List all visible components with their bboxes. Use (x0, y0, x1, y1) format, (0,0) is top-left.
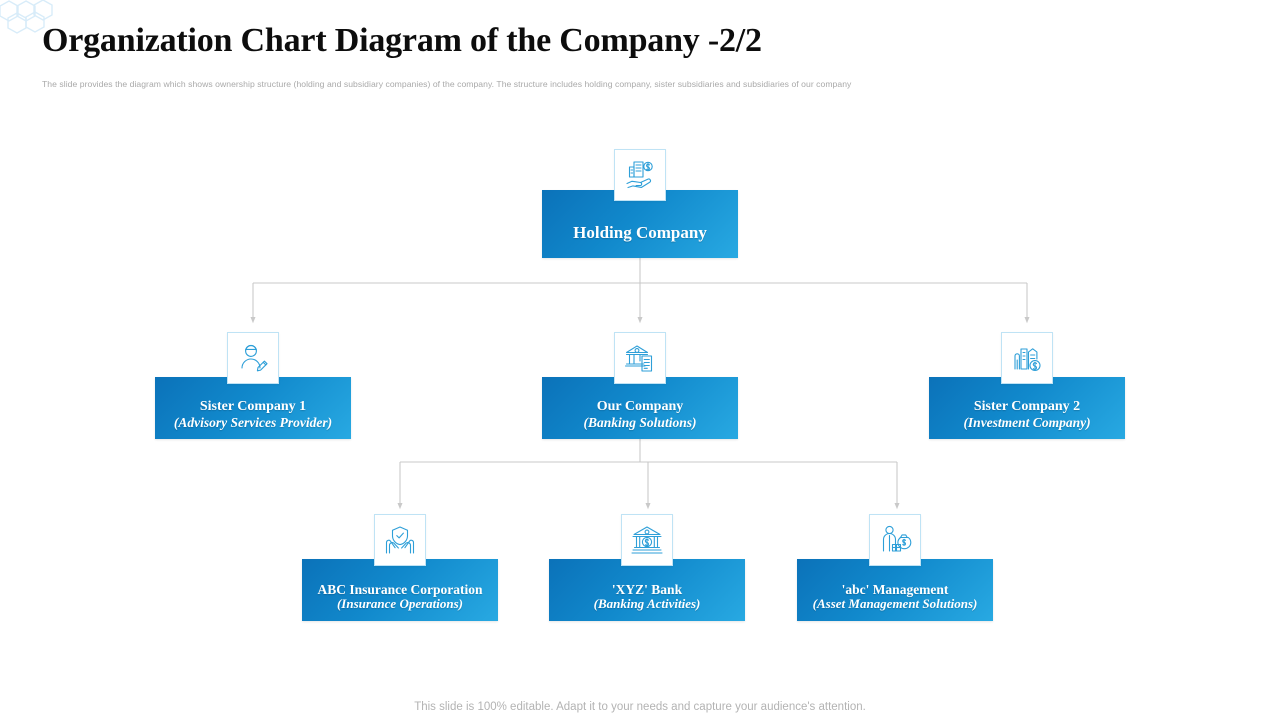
building-hand-money-icon (614, 149, 666, 201)
org-node-box[interactable]: Sister Company 1 (Advisory Services Prov… (155, 377, 351, 439)
org-node-sister-company-2[interactable]: Sister Company 2 (Investment Company) (929, 332, 1125, 439)
org-node-box[interactable]: Sister Company 2 (Investment Company) (929, 377, 1125, 439)
bank-dollar-icon (621, 514, 673, 566)
org-node-box[interactable]: Holding Company (542, 190, 738, 258)
org-node-box[interactable]: ABC Insurance Corporation (Insurance Ope… (302, 559, 498, 621)
person-moneybag-icon (869, 514, 921, 566)
org-node-title: 'XYZ' Bank (611, 582, 683, 598)
org-node-holding[interactable]: Holding Company (542, 149, 738, 258)
buildings-dollar-icon (1001, 332, 1053, 384)
org-node-box[interactable]: 'abc' Management (Asset Management Solut… (797, 559, 993, 621)
org-node-title: Sister Company 2 (973, 399, 1081, 415)
org-node-subtitle: (Investment Company) (963, 414, 1091, 430)
org-node-sister-company-1[interactable]: Sister Company 1 (Advisory Services Prov… (155, 332, 351, 439)
footer-note: This slide is 100% editable. Adapt it to… (414, 701, 866, 713)
org-node-abc-management[interactable]: 'abc' Management (Asset Management Solut… (797, 514, 993, 621)
page-subtitle: The slide provides the diagram which sho… (42, 79, 852, 89)
org-node-subtitle: (Banking Solutions) (583, 414, 697, 430)
org-node-title: 'abc' Management (841, 582, 949, 598)
org-node-title: Our Company (596, 399, 684, 415)
org-node-subtitle: (Banking Activities) (593, 596, 701, 612)
bank-document-icon (614, 332, 666, 384)
org-node-subtitle: (Insurance Operations) (336, 596, 464, 612)
org-node-title: ABC Insurance Corporation (317, 582, 483, 598)
shield-hands-icon (374, 514, 426, 566)
page-title: Organization Chart Diagram of the Compan… (42, 22, 762, 59)
advisor-person-pencil-icon (227, 332, 279, 384)
org-node-abc-insurance-corporation[interactable]: ABC Insurance Corporation (Insurance Ope… (302, 514, 498, 621)
hexagon-decoration (0, 0, 60, 34)
org-node-subtitle: (Asset Management Solutions) (812, 596, 978, 612)
org-node-title: Holding Company (573, 222, 707, 242)
org-node-our-company[interactable]: Our Company (Banking Solutions) (542, 332, 738, 439)
org-node-box[interactable]: 'XYZ' Bank (Banking Activities) (549, 559, 745, 621)
org-node-xyz-bank[interactable]: 'XYZ' Bank (Banking Activities) (549, 514, 745, 621)
org-node-title: Sister Company 1 (199, 399, 307, 415)
org-node-box[interactable]: Our Company (Banking Solutions) (542, 377, 738, 439)
org-node-subtitle: (Advisory Services Provider) (173, 414, 333, 430)
